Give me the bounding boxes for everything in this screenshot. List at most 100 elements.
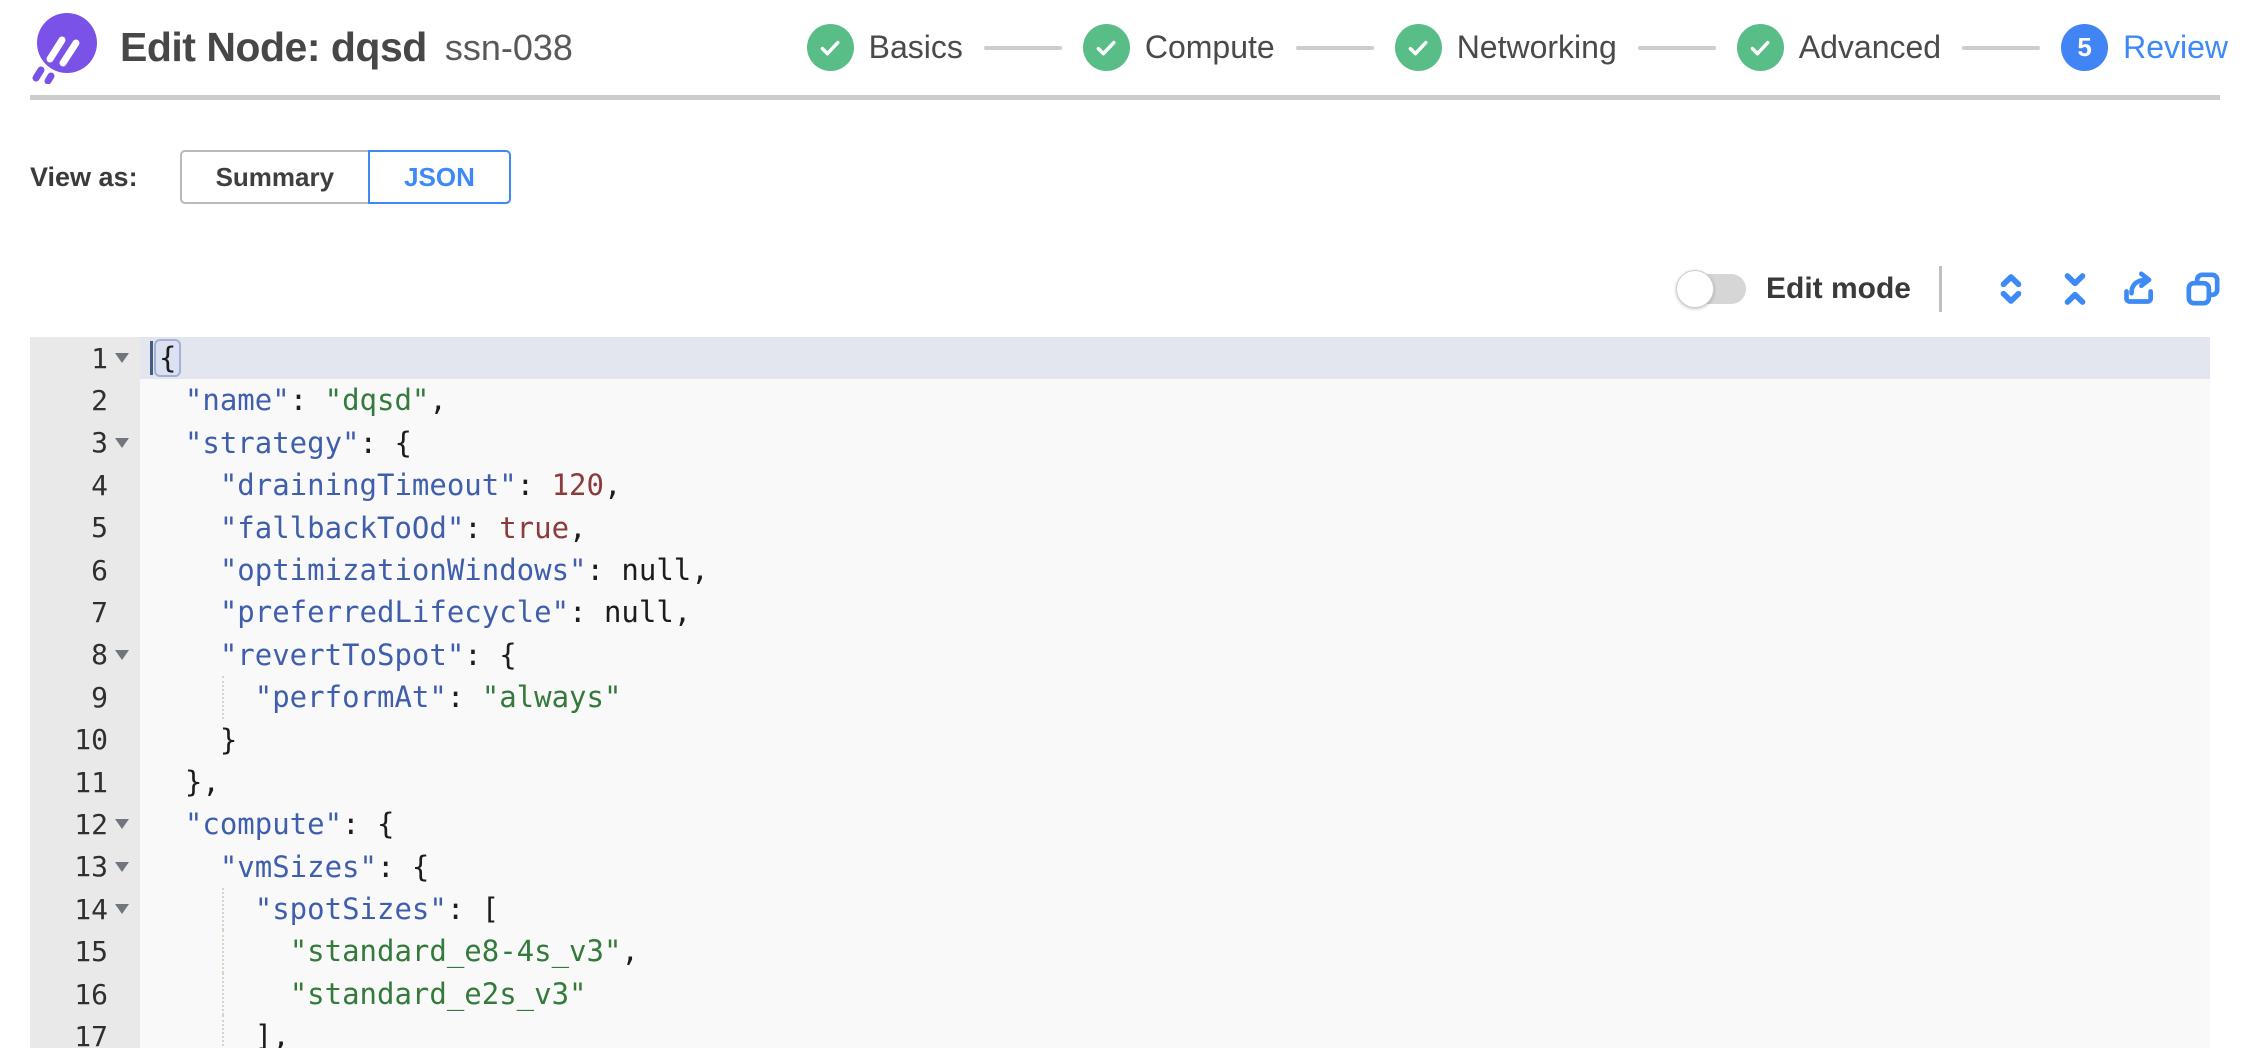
code-token-plain: : { [342, 807, 395, 842]
view-as-summary-button[interactable]: Summary [179, 150, 371, 204]
editor-line[interactable]: 17 ], [30, 1015, 2210, 1048]
code-token-plain: : [289, 383, 325, 418]
gutter-cell: 6 [30, 548, 140, 592]
code-content[interactable]: "revertToSpot": { [140, 634, 2210, 676]
indent-guide [222, 930, 224, 973]
code-content[interactable]: { [140, 337, 2210, 380]
code-token-plain [150, 892, 255, 926]
code-token-string: "standard_e2s_v3" [289, 976, 587, 1011]
editor-line[interactable]: 4 "drainingTimeout": 120, [30, 464, 2210, 507]
code-content[interactable]: "vmSizes": { [140, 846, 2210, 888]
code-token-plain: , [569, 510, 587, 545]
editor-line[interactable]: 7 "preferredLifecycle": null, [30, 591, 2210, 634]
gutter-cell: 12 [30, 803, 140, 846]
editor-line[interactable]: 14 "spotSizes": [ [30, 888, 2210, 931]
node-id-subtitle: ssn-038 [444, 26, 573, 68]
indent-guide [222, 972, 224, 1016]
code-content[interactable]: "standard_e8-4s_v3", [140, 930, 2210, 973]
header-divider [30, 95, 2220, 100]
editor-line[interactable]: 8 "revertToSpot": { [30, 633, 2210, 677]
code-token-plain: : [516, 468, 552, 503]
gutter-cell: 2 [30, 379, 140, 422]
code-content[interactable]: "preferredLifecycle": null, [140, 591, 2210, 633]
code-content[interactable]: } [140, 719, 2210, 761]
step-connector [983, 45, 1062, 50]
line-number: 13 [74, 850, 108, 884]
indent-guide [222, 1015, 224, 1048]
code-token-key: "spotSizes" [254, 892, 447, 927]
editor-line[interactable]: 2 "name": "dqsd", [30, 379, 2210, 422]
step-check-icon [1082, 24, 1130, 71]
editor-line[interactable]: 9 "performAt": "always" [30, 676, 2210, 719]
code-content[interactable]: "optimizationWindows": null, [140, 549, 2210, 591]
code-content[interactable]: "standard_e2s_v3" [140, 972, 2210, 1016]
line-number: 9 [91, 680, 108, 714]
code-token-key: "fallbackToOd" [219, 510, 465, 545]
editor-line[interactable]: 3 "strategy": { [30, 421, 2210, 465]
indent-guide [222, 888, 224, 931]
fold-toggle-icon[interactable] [115, 904, 129, 915]
gutter-cell: 1 [30, 337, 140, 380]
gutter-cell: 5 [30, 506, 140, 549]
line-number: 17 [74, 1019, 108, 1048]
code-content[interactable]: "name": "dqsd", [140, 379, 2210, 421]
expand-all-icon[interactable] [1990, 268, 2032, 310]
editor-line[interactable]: 11 }, [30, 760, 2210, 804]
edit-mode-toggle[interactable] [1675, 270, 1746, 308]
code-token-string: "standard_e8-4s_v3" [289, 934, 622, 969]
step-advanced[interactable]: Advanced [1736, 24, 1941, 71]
code-content[interactable]: "drainingTimeout": 120, [140, 464, 2210, 506]
json-editor[interactable]: 1{2 "name": "dqsd",3 "strategy": {4 "dra… [30, 337, 2210, 1048]
code-token-brace: { [154, 339, 182, 377]
code-content[interactable]: "strategy": { [140, 422, 2210, 464]
editor-line[interactable]: 12 "compute": { [30, 803, 2210, 846]
fold-toggle-icon[interactable] [115, 437, 129, 448]
editor-line[interactable]: 6 "optimizationWindows": null, [30, 548, 2210, 592]
fold-toggle-icon[interactable] [115, 649, 129, 660]
gutter-cell: 4 [30, 464, 140, 507]
editor-line[interactable]: 16 "standard_e2s_v3" [30, 972, 2210, 1016]
step-label: Networking [1456, 29, 1617, 65]
code-token-plain: , [621, 934, 639, 969]
code-token-plain: : [ [446, 892, 500, 927]
code-content[interactable]: ], [140, 1015, 2210, 1048]
step-check-icon [806, 24, 854, 71]
step-connector [1637, 45, 1716, 50]
gutter-cell: 11 [30, 760, 140, 804]
code-content[interactable]: }, [140, 761, 2210, 803]
editor-line[interactable]: 13 "vmSizes": { [30, 845, 2210, 889]
editor-line[interactable]: 1{ [30, 337, 2210, 380]
export-icon[interactable] [2118, 268, 2160, 310]
fold-toggle-icon[interactable] [115, 819, 129, 830]
collapse-all-icon[interactable] [2054, 268, 2096, 310]
code-content[interactable]: "fallbackToOd": true, [140, 507, 2210, 549]
editor-line[interactable]: 10 } [30, 718, 2210, 761]
editor-line[interactable]: 15 "standard_e8-4s_v3", [30, 930, 2210, 973]
code-content[interactable]: "performAt": "always" [140, 676, 2210, 719]
code-token-key: "compute" [184, 807, 343, 842]
code-token-plain: : [446, 680, 482, 715]
gutter-cell: 13 [30, 845, 140, 889]
code-token-key: "revertToSpot" [219, 637, 465, 672]
step-networking[interactable]: Networking [1394, 24, 1617, 71]
toggle-knob[interactable] [1675, 270, 1714, 308]
copy-icon[interactable] [2182, 268, 2224, 310]
line-number: 14 [74, 892, 108, 926]
line-number: 7 [91, 596, 108, 630]
gutter-cell: 8 [30, 633, 140, 677]
fold-toggle-icon[interactable] [115, 353, 129, 364]
editor-line[interactable]: 5 "fallbackToOd": true, [30, 506, 2210, 549]
code-token-key: "vmSizes" [219, 849, 377, 884]
line-number: 16 [74, 977, 108, 1011]
view-as-json-button[interactable]: JSON [368, 150, 511, 204]
line-number: 5 [91, 511, 108, 545]
step-basics[interactable]: Basics [806, 24, 963, 71]
code-content[interactable]: "spotSizes": [ [140, 888, 2210, 931]
indent-guide [222, 676, 224, 719]
step-compute[interactable]: Compute [1082, 24, 1275, 71]
code-content[interactable]: "compute": { [140, 803, 2210, 845]
gutter-cell: 15 [30, 930, 140, 973]
fold-toggle-icon[interactable] [115, 861, 129, 872]
